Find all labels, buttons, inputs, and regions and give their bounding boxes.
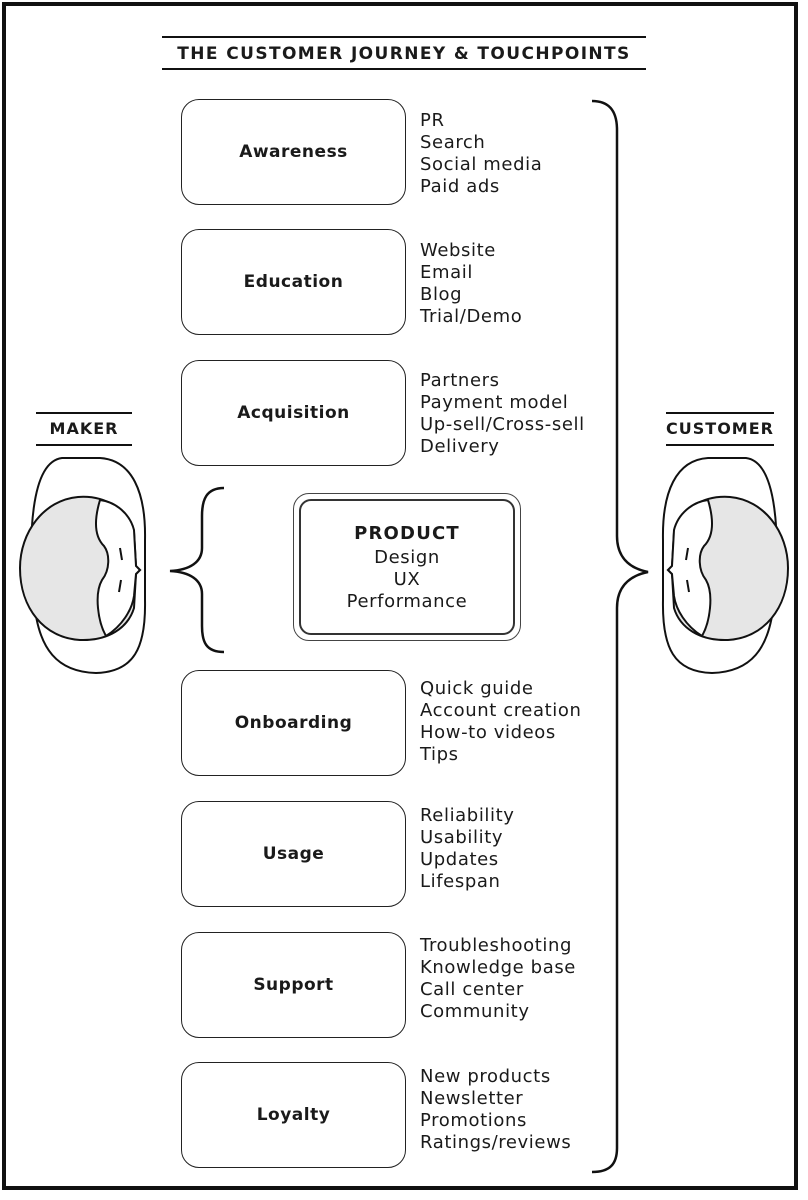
touchpoint-item: Troubleshooting [420, 935, 572, 956]
stage-usage: Usage [181, 801, 406, 907]
product-item: Performance [346, 591, 468, 612]
customer-label: CUSTOMER [666, 419, 774, 438]
product-box: PRODUCT Design UX Performance [293, 493, 521, 641]
touchpoint-item: Payment model [420, 392, 569, 413]
touchpoint-item: Updates [420, 849, 499, 870]
stage-acquisition: Acquisition [181, 360, 406, 466]
stage-loyalty: Loyalty [181, 1062, 406, 1168]
touchpoint-item: Up-sell/Cross-sell [420, 414, 585, 435]
touchpoint-item: Ratings/reviews [420, 1132, 572, 1153]
product-box-inner: PRODUCT Design UX Performance [299, 499, 515, 635]
customer-brace [591, 99, 649, 1174]
touchpoints-loyalty: New products Newsletter Promotions Ratin… [420, 1066, 640, 1154]
touchpoint-item: Usability [420, 827, 504, 848]
touchpoint-item: New products [420, 1066, 551, 1087]
touchpoints-support: Troubleshooting Knowledge base Call cent… [420, 935, 640, 1023]
maker-head-icon [18, 457, 147, 675]
maker-bottom-rule [36, 444, 132, 446]
touchpoint-item: Tips [420, 744, 459, 765]
title-block: THE CUSTOMER JOURNEY & TOUCHPOINTS [162, 36, 646, 70]
touchpoint-item: Delivery [420, 436, 500, 457]
touchpoint-item: Website [420, 240, 496, 261]
stage-onboarding: Onboarding [181, 670, 406, 776]
touchpoint-item: Account creation [420, 700, 582, 721]
touchpoints-onboarding: Quick guide Account creation How-to vide… [420, 678, 640, 766]
touchpoint-item: How-to videos [420, 722, 556, 743]
touchpoint-item: Partners [420, 370, 500, 391]
product-item: UX [393, 569, 421, 590]
touchpoints-usage: Reliability Usability Updates Lifespan [420, 805, 640, 893]
touchpoint-item: Quick guide [420, 678, 534, 699]
touchpoint-item: Call center [420, 979, 524, 1000]
product-title: PRODUCT [354, 523, 460, 544]
maker-label: MAKER [49, 419, 119, 438]
product-item: Design [374, 547, 440, 568]
touchpoint-item: Paid ads [420, 176, 500, 197]
title-bottom-rule [162, 68, 646, 70]
stage-education: Education [181, 229, 406, 335]
stage-awareness: Awareness [181, 99, 406, 205]
customer-label-block: CUSTOMER [666, 412, 774, 446]
customer-top-rule [666, 412, 774, 414]
customer-bottom-rule [666, 444, 774, 446]
touchpoint-item: Email [420, 262, 473, 283]
diagram-title: THE CUSTOMER JOURNEY & TOUCHPOINTS [177, 44, 631, 64]
stage-support: Support [181, 932, 406, 1038]
maker-brace [169, 486, 225, 654]
touchpoints-acquisition: Partners Payment model Up-sell/Cross-sel… [420, 370, 640, 458]
touchpoint-item: Search [420, 132, 486, 153]
touchpoint-item: Promotions [420, 1110, 527, 1131]
diagram-frame [2, 2, 798, 1190]
touchpoint-item: Trial/Demo [420, 306, 523, 327]
touchpoint-item: Lifespan [420, 871, 501, 892]
touchpoint-item: Community [420, 1001, 530, 1022]
maker-top-rule [36, 412, 132, 414]
customer-head-icon [661, 457, 790, 675]
touchpoints-awareness: PR Search Social media Paid ads [420, 110, 640, 198]
maker-label-block: MAKER [36, 412, 132, 446]
touchpoint-item: Social media [420, 154, 543, 175]
touchpoint-item: Blog [420, 284, 463, 305]
title-top-rule [162, 36, 646, 38]
touchpoint-item: Newsletter [420, 1088, 524, 1109]
touchpoint-item: Reliability [420, 805, 515, 826]
touchpoint-item: Knowledge base [420, 957, 576, 978]
touchpoints-education: Website Email Blog Trial/Demo [420, 240, 640, 328]
touchpoint-item: PR [420, 110, 445, 131]
